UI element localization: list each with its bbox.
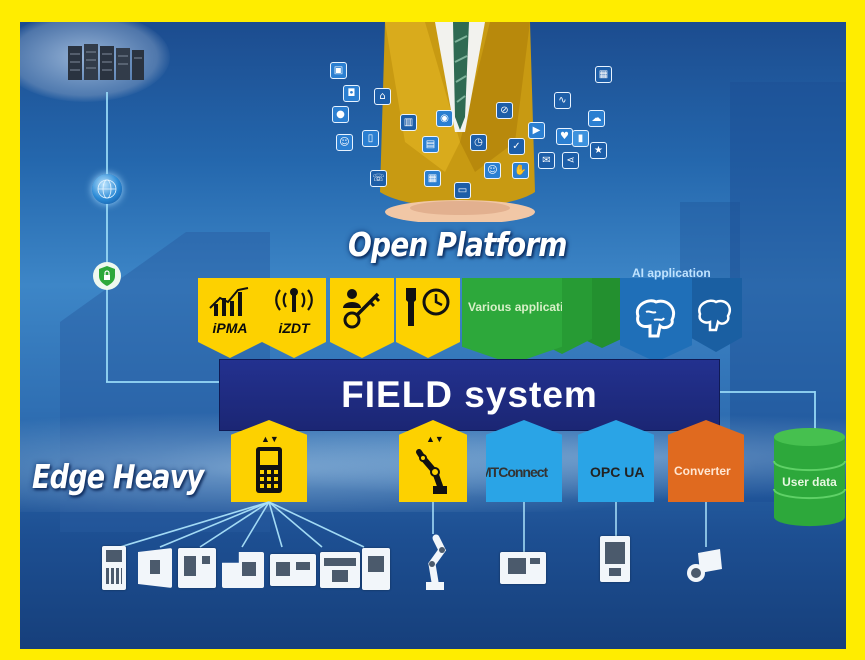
cnc-machine-icon (270, 554, 316, 586)
controller-connection-lines (119, 501, 707, 552)
ipma-tag[interactable]: iPMA (198, 278, 262, 358)
network-line-to-field (106, 381, 219, 383)
gauge-clock-icon (406, 288, 450, 326)
field-system-label: FIELD system (341, 374, 598, 415)
izdt-tag[interactable]: iZDT (262, 278, 326, 358)
cnc-machine-icon (138, 548, 172, 588)
robot-arm-icon (416, 449, 447, 494)
mtconnect-label: MTConnect (480, 464, 548, 480)
field-system-bar[interactable]: FIELD system (219, 359, 720, 431)
laptop-app-icon: ▭ (454, 182, 471, 199)
lock-app-icon: ◘ (343, 85, 360, 102)
thumbs-up-app-icon: ✓ (508, 138, 525, 155)
tablet-app-icon: ▮ (572, 130, 589, 147)
mail-app-icon: ✉ (538, 152, 555, 169)
various-application-tag[interactable]: Various application (462, 278, 562, 364)
person-app-icon: ☺ (484, 162, 501, 179)
ai-application-label: AI application (632, 266, 711, 280)
hand-app-icon: ✋ (512, 162, 529, 179)
gauge-clock-tag[interactable] (396, 278, 460, 358)
user-data-line-v (814, 391, 816, 435)
various-application-label: Various application (468, 300, 579, 314)
building-app-icon: ▥ (400, 114, 417, 131)
key-user-tag[interactable] (330, 278, 394, 358)
controller-icon (256, 447, 282, 493)
ipma-label: iPMA (212, 320, 248, 336)
play-app-icon: ▶ (528, 122, 545, 139)
users-app-icon: ☺ (336, 134, 353, 151)
mtconnect-tag[interactable]: MTConnect (486, 420, 562, 502)
open-platform-title: Open Platform (348, 225, 568, 264)
ai-application-tag[interactable] (620, 278, 692, 362)
cnc-machine-icon (600, 536, 630, 582)
diagram-canvas: ▣ ◘ ● ⌂ ▥ ☺ ☏ ▯ ◉ ▤ ◷ ▦ ▭ ☺ ⊘ ∿ ▶ ✓ ✋ ✉ … (20, 22, 846, 649)
globe-icon (92, 174, 122, 204)
converter-tag[interactable]: Converter (668, 420, 744, 502)
camera-app-icon: ◉ (436, 110, 453, 127)
network-line-vertical (106, 92, 108, 382)
cnc-machine-icon (362, 548, 390, 590)
pulse-app-icon: ∿ (554, 92, 571, 109)
home-app-icon: ⌂ (374, 88, 391, 105)
cnc-machine-icon (178, 548, 216, 588)
controller-tag[interactable]: ▲▼ (231, 420, 307, 502)
share-app-icon: ⋖ (562, 152, 579, 169)
server-rack-icon (68, 42, 146, 82)
converter-label: Converter (674, 464, 731, 478)
edge-heavy-title: Edge Heavy (32, 457, 204, 496)
izdt-label: iZDT (278, 320, 310, 336)
chat-app-icon: ● (332, 106, 349, 123)
chart-icon (209, 287, 249, 316)
shield-lock-icon (93, 262, 121, 290)
opcua-label: OPC UA (590, 464, 645, 480)
user-data-label: User data (782, 475, 837, 489)
up-down-arrows: ▲▼ (426, 434, 444, 444)
key-user-icon (343, 289, 381, 329)
wrench-signal-icon (275, 288, 313, 312)
id-card-app-icon: ▤ (422, 136, 439, 153)
robot-tag[interactable]: ▲▼ (399, 420, 467, 502)
user-data-line-h (720, 391, 815, 393)
cnc-machine-icon (500, 552, 546, 584)
clock-app-icon: ◷ (470, 134, 487, 151)
contact-app-icon: ▣ (330, 62, 347, 79)
mobile-app-icon: ▯ (362, 130, 379, 147)
phone-app-icon: ☏ (370, 170, 387, 187)
brain-icon (698, 299, 732, 332)
block-app-icon: ⊘ (496, 102, 513, 119)
robot-arm-icon (426, 534, 447, 590)
database-icon[interactable] (772, 427, 846, 527)
ai-application-tag-back (690, 278, 742, 352)
cnc-machine-icon (102, 546, 126, 590)
card-app-icon: ▦ (424, 170, 441, 187)
opcua-tag[interactable]: OPC UA (578, 420, 654, 502)
cnc-machine-icon (320, 552, 360, 588)
star-app-icon: ★ (590, 142, 607, 159)
up-down-arrows: ▲▼ (261, 434, 279, 444)
calendar-app-icon: ▦ (595, 66, 612, 83)
cloud-app-icon: ☁ (588, 110, 605, 127)
businessman-figure (365, 22, 550, 224)
brain-icon (635, 299, 675, 338)
camera-icon (687, 549, 722, 582)
